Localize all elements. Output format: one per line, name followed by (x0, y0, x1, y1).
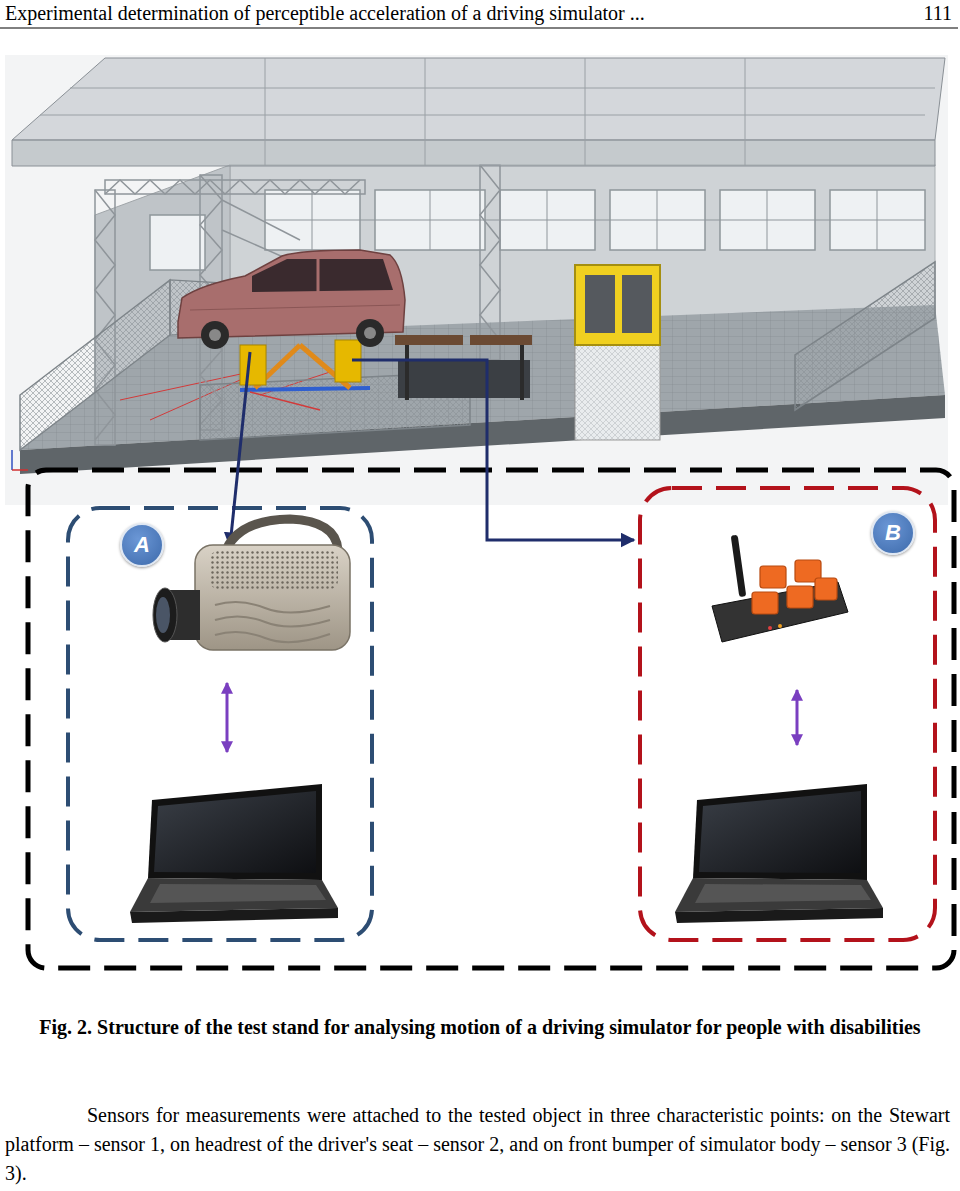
system-frame (28, 470, 954, 968)
test-stand-render (150, 190, 925, 270)
figure-caption: Fig. 2. Structure of the test stand for … (8, 1013, 952, 1042)
test-stand-render (105, 180, 365, 194)
test-stand-render (40, 58, 935, 166)
test-stand-render (95, 190, 115, 440)
laptop (675, 878, 883, 912)
leader-arrow (230, 352, 250, 546)
wireless-sensor-kit (731, 535, 747, 597)
high-speed-camera (210, 551, 338, 589)
high-speed-camera (195, 545, 350, 650)
wireless-sensor-kit (787, 586, 813, 608)
sensor-group-frame (640, 488, 935, 940)
wireless-sensor-kit (778, 624, 782, 628)
test-stand-render (240, 345, 266, 385)
test-stand-render (20, 395, 945, 474)
test-stand-render (150, 215, 205, 270)
link-arrow (796, 690, 799, 745)
camera-group-frame (68, 508, 372, 940)
test-stand-render (95, 190, 115, 445)
test-stand-render (356, 319, 384, 347)
wireless-sensor-kit (760, 566, 786, 588)
test-stand-render (222, 230, 290, 260)
laptop (148, 784, 322, 880)
test-stand-render (575, 265, 660, 345)
laptop (150, 884, 326, 903)
high-speed-camera (156, 597, 170, 633)
test-stand-render (12, 58, 945, 140)
test-stand-render (265, 190, 925, 250)
test-stand-render (405, 345, 409, 400)
test-stand-render (240, 340, 370, 410)
test-stand-render (240, 388, 370, 390)
test-stand-render (745, 58, 746, 166)
test-stand-render (520, 345, 524, 400)
laptop (130, 878, 338, 912)
test-stand-render (425, 58, 426, 166)
laptop (130, 784, 338, 923)
wireless-sensor-kit (768, 626, 772, 630)
group-badge: A (120, 523, 164, 567)
test-stand-render (12, 140, 935, 166)
header-rule (0, 28, 958, 29)
high-speed-camera (153, 588, 177, 642)
test-stand-render (470, 335, 532, 345)
test-stand-render (250, 392, 320, 410)
test-stand-render (585, 58, 586, 166)
laptop (675, 784, 883, 923)
test-stand-render (395, 335, 463, 345)
test-stand-render (575, 345, 660, 440)
test-stand-render (585, 275, 615, 333)
test-stand-render (398, 360, 530, 398)
test-stand-render (209, 329, 221, 341)
test-stand-render (20, 280, 170, 450)
badge-letter: A (134, 534, 150, 556)
test-stand-render (265, 58, 266, 166)
group-badge: B (871, 511, 915, 555)
test-stand-render (480, 165, 500, 360)
high-speed-camera (215, 602, 330, 642)
test-stand-render (5, 55, 948, 505)
test-stand-render (795, 262, 935, 410)
wireless-sensor-kit (815, 578, 837, 600)
laptop (699, 791, 861, 873)
test-stand-render (70, 88, 935, 89)
test-stand-render (265, 220, 925, 221)
test-stand-render (480, 165, 500, 340)
laptop (130, 908, 338, 923)
test-stand-render (252, 259, 393, 292)
test-stand-render (317, 259, 320, 292)
body-paragraph: Sensors for measurements were attached t… (5, 1101, 950, 1188)
test-stand-render (190, 305, 400, 310)
running-header: Experimental determination of perceptibl… (5, 0, 865, 26)
test-stand-render (40, 115, 925, 116)
test-stand-render (622, 275, 652, 333)
link-arrow (226, 683, 229, 752)
test-stand-render (395, 335, 532, 400)
test-stand-render (12, 450, 28, 470)
laptop (675, 908, 883, 923)
test-stand-render (105, 180, 360, 194)
laptop (695, 884, 871, 903)
page-number: 111 (870, 0, 952, 26)
test-stand-render (5, 55, 948, 505)
wireless-sensor-kit (752, 560, 837, 614)
test-stand-render (364, 327, 376, 339)
test-stand-render (178, 250, 405, 349)
test-stand-render (222, 200, 300, 240)
test-stand-render (11, 450, 13, 470)
test-stand-render (575, 345, 660, 440)
laptop (154, 791, 316, 873)
leader-arrow (352, 360, 634, 540)
test-stand-render (12, 469, 28, 471)
test-stand-render (201, 321, 229, 349)
laptop (693, 784, 867, 880)
wireless-sensor-kit (752, 592, 778, 614)
high-speed-camera (153, 519, 350, 650)
badge-letter: B (885, 522, 901, 544)
wireless-sensor-kit (712, 535, 848, 642)
